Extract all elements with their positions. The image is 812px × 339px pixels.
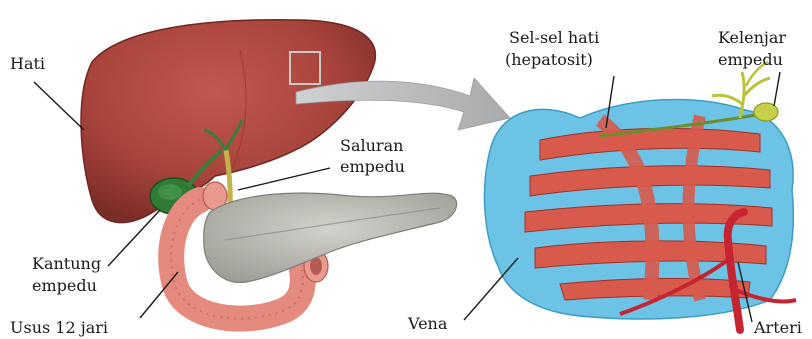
label-sel-sel-hati-line2: (hepatosit) xyxy=(505,50,593,69)
label-kantung-empedu-line2: empedu xyxy=(32,276,97,295)
pancreas xyxy=(204,193,457,282)
leader-saluran-empedu xyxy=(238,168,330,190)
label-saluran-empedu-line2: empedu xyxy=(340,157,405,176)
leader-vena xyxy=(464,258,518,320)
label-kantung-empedu-line1: Kantung xyxy=(32,254,101,273)
label-sel-sel-hati-line1: Sel-sel hati xyxy=(509,28,599,47)
label-usus-12-jari: Usus 12 jari xyxy=(10,318,108,337)
label-hati: Hati xyxy=(10,54,45,73)
leader-kelenjar-empedu xyxy=(774,72,780,106)
liver-tissue xyxy=(484,62,796,330)
label-kelenjar-empedu-line2: empedu xyxy=(718,50,783,69)
label-vena: Vena xyxy=(408,314,447,333)
label-kelenjar-empedu-line1: Kelenjar xyxy=(718,28,786,47)
label-saluran-empedu-line1: Saluran xyxy=(340,136,403,155)
leader-hati xyxy=(34,82,84,130)
label-arteri: Arteri xyxy=(754,318,802,337)
